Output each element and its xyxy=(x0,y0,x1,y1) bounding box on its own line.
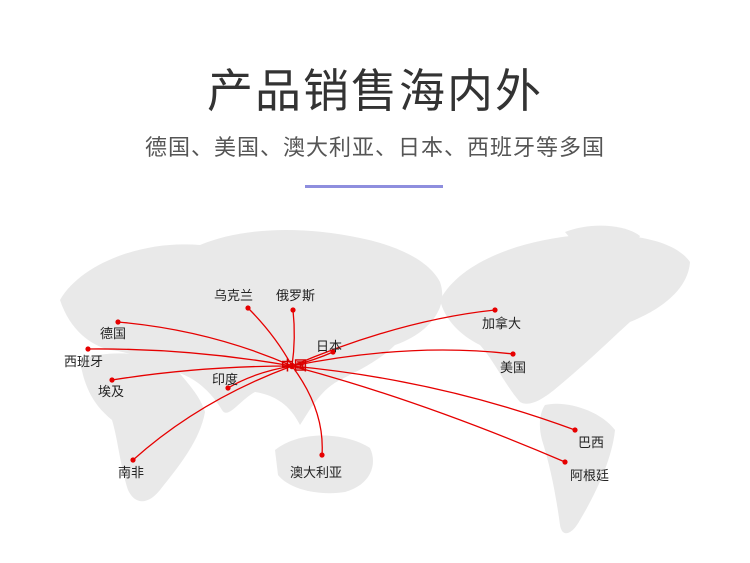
dot-south-africa xyxy=(130,457,136,463)
label-russia: 俄罗斯 xyxy=(276,289,315,304)
route-argentina xyxy=(291,365,566,463)
route-ukraine xyxy=(247,307,293,367)
continents xyxy=(60,225,690,534)
dot-australia xyxy=(319,452,325,458)
label-ukraine: 乌克兰 xyxy=(214,288,253,304)
page-subtitle: 德国、美国、澳大利亚、日本、西班牙等多国 xyxy=(144,136,605,161)
dot-germany xyxy=(115,319,121,325)
dot-hub xyxy=(288,362,296,370)
route-canada xyxy=(291,309,496,367)
route-usa xyxy=(291,349,514,367)
title-divider xyxy=(305,185,443,188)
label-argentina: 阿根廷 xyxy=(570,469,609,484)
label-usa: 美国 xyxy=(500,361,526,376)
label-hub-china: 中国 xyxy=(281,358,307,374)
dot-india xyxy=(225,385,231,391)
destination-dots xyxy=(85,305,578,465)
dot-ukraine xyxy=(245,305,251,311)
route-russia xyxy=(291,309,295,367)
dot-argentina xyxy=(562,459,568,465)
route-south-africa xyxy=(132,365,293,461)
dot-canada xyxy=(492,307,498,313)
dot-russia xyxy=(290,307,296,313)
continent-eurasia xyxy=(60,229,443,425)
label-spain: 西班牙 xyxy=(64,355,103,370)
label-canada: 加拿大 xyxy=(482,316,521,332)
route-egypt xyxy=(111,365,293,381)
dot-usa xyxy=(510,351,516,357)
label-australia: 澳大利亚 xyxy=(290,465,342,481)
label-egypt: 埃及 xyxy=(98,385,124,400)
continent-greenland xyxy=(565,225,640,255)
destination-labels: 乌克兰 俄罗斯 德国 西班牙 埃及 印度 日本 加拿大 美国 巴西 阿根廷 南非… xyxy=(64,288,609,484)
route-india xyxy=(227,365,293,389)
dot-egypt xyxy=(109,377,115,383)
dot-japan xyxy=(330,349,336,355)
continent-africa xyxy=(80,353,205,502)
route-brazil xyxy=(291,365,576,431)
label-brazil: 巴西 xyxy=(578,436,604,451)
route-spain xyxy=(87,348,293,367)
label-germany: 德国 xyxy=(100,327,126,342)
label-japan: 日本 xyxy=(316,340,342,355)
continent-north-america xyxy=(440,234,690,404)
continent-south-america xyxy=(539,403,615,534)
label-south-africa: 南非 xyxy=(118,465,144,481)
continent-australia xyxy=(275,435,373,494)
page-title: 产品销售海内外 xyxy=(207,64,543,118)
route-australia xyxy=(291,365,323,456)
dot-spain xyxy=(85,346,91,352)
routes xyxy=(87,307,576,463)
dot-brazil xyxy=(572,427,578,433)
route-germany xyxy=(117,321,293,367)
label-india: 印度 xyxy=(212,372,238,388)
